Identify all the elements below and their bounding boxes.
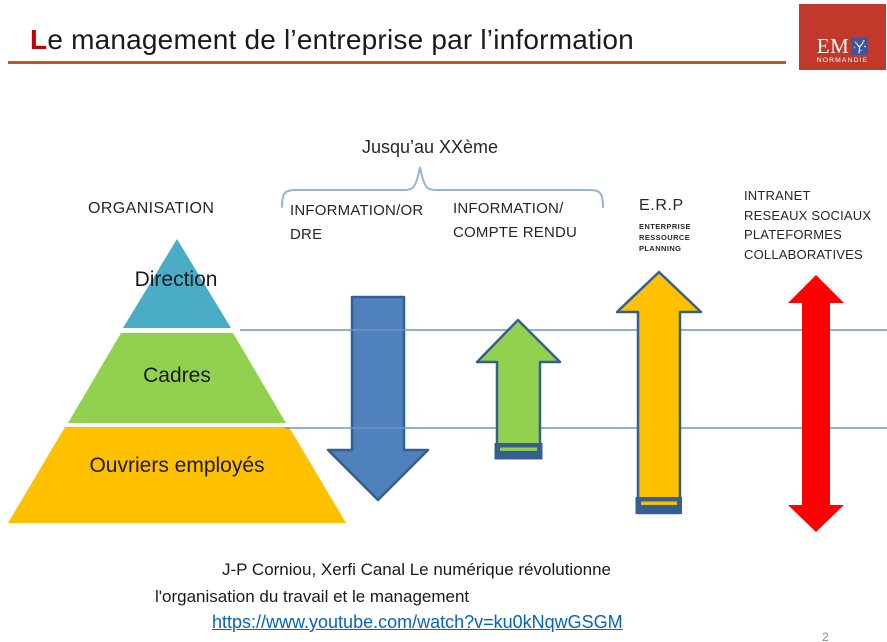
era-label: Jusqu’au XXème <box>361 137 499 157</box>
information-compte-line2: COMPTE RENDU <box>453 224 578 241</box>
erp-sub-line1: ENTERPRISE <box>639 222 691 231</box>
erp-sub-line2: RESSOURCE <box>639 233 691 242</box>
page-title: Le management de l’entreprise par l’info… <box>30 24 634 56</box>
citation-line2: l'organisation du travail et le manageme… <box>155 587 470 606</box>
intranet-line1: INTRANET <box>744 188 811 203</box>
youtube-link[interactable]: https://www.youtube.com/watch?v=ku0kNqwG… <box>212 612 623 632</box>
information-ordre-line2: DRE <box>290 226 323 243</box>
up-arrow-orange-icon <box>615 270 703 515</box>
intranet-line2: RESEAUX SOCIAUX <box>744 207 872 223</box>
information-ordre-line1: INFORMATION/OR <box>290 202 424 219</box>
down-arrow-icon <box>326 295 430 502</box>
pyramid-label-direction: Direction <box>134 268 218 291</box>
up-arrow-orange-stripe <box>641 501 677 505</box>
erp-title: E.R.P <box>639 197 684 214</box>
title-highlight-letter: L <box>30 24 48 55</box>
information-compte-line1: INFORMATION/ <box>453 200 564 217</box>
pyramid-label-cadres: Cadres <box>143 364 211 387</box>
up-arrow-green-icon <box>475 318 562 460</box>
double-arrow-red-icon <box>788 275 844 532</box>
up-arrow-green-base <box>494 443 543 460</box>
title-underline <box>8 61 786 64</box>
logo-tree-icon <box>851 38 869 55</box>
erp-sub-line3: PLANNING <box>639 244 682 253</box>
logo-acronym: EM <box>816 34 850 58</box>
up-arrow-green-stripe <box>500 447 537 451</box>
page-number: 2 <box>822 630 829 642</box>
pyramid-label-ouvriers: Ouvriers employés <box>89 454 265 477</box>
title-text: e management de l’entreprise par l’infor… <box>47 24 634 55</box>
column-label-intranet: INTRANET RESEAUX SOCIAUX PLATEFORMES COL… <box>744 186 871 264</box>
column-label-erp: E.R.P ENTERPRISE RESSOURCE PLANNING <box>639 197 691 254</box>
column-label-information-ordre: INFORMATION/OR DRE <box>290 199 423 247</box>
school-logo: EM NORMANDIE <box>799 4 886 70</box>
column-label-information-compte-rendu: INFORMATION/ COMPTE RENDU <box>453 197 577 245</box>
intranet-line3: PLATEFORMES <box>744 227 843 243</box>
intranet-line4: COLLABORATIVES <box>744 246 863 262</box>
logo-region: NORMANDIE <box>816 57 869 64</box>
up-arrow-orange-base <box>635 497 682 514</box>
organisation-label: ORGANISATION <box>88 200 215 217</box>
citation-line1: J-P Corniou, Xerfi Canal Le numérique ré… <box>222 560 612 579</box>
